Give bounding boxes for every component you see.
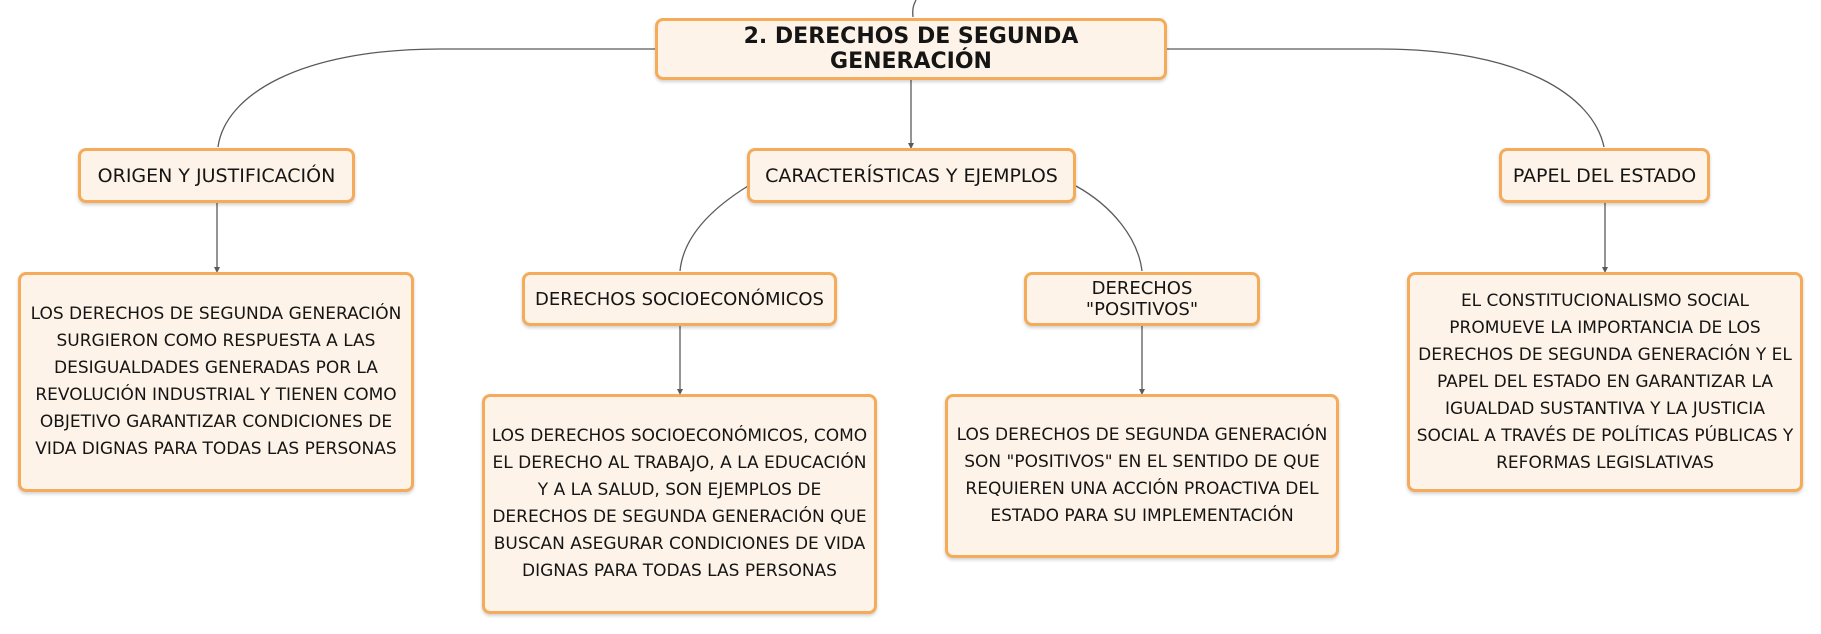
sub-node-positivos[interactable]: DERECHOS "POSITIVOS"	[1024, 272, 1260, 326]
branch-node-origen-label: ORIGEN Y JUSTIFICACIÓN	[97, 164, 336, 187]
connector-root-to-origen	[217, 48, 655, 148]
sub-node-socioeconomicos[interactable]: DERECHOS SOCIOECONÓMICOS	[522, 272, 837, 326]
branch-node-caracteristicas[interactable]: CARACTERÍSTICAS Y EJEMPLOS	[747, 148, 1076, 203]
detail-node-positivos[interactable]: LOS DERECHOS DE SEGUNDA GENERACIÓN SON "…	[945, 394, 1339, 558]
connector-caracteristicas-to-socioeconomicos	[679, 185, 749, 272]
sub-node-positivos-label: DERECHOS "POSITIVOS"	[1085, 278, 1199, 320]
sub-node-socioeconomicos-label: DERECHOS SOCIOECONÓMICOS	[535, 288, 824, 310]
connector-root-to-papel	[1167, 48, 1605, 148]
connector-top-stub	[912, 0, 917, 18]
detail-node-papel-text: EL CONSTITUCIONALISMO SOCIAL PROMUEVE LA…	[1416, 290, 1794, 473]
root-node-label: 2. DERECHOS DE SEGUNDA GENERACIÓN	[743, 24, 1079, 74]
branch-node-papel[interactable]: PAPEL DEL ESTADO	[1499, 148, 1710, 203]
detail-node-origen[interactable]: LOS DERECHOS DE SEGUNDA GENERACIÓN SURGI…	[18, 272, 414, 492]
detail-node-papel[interactable]: EL CONSTITUCIONALISMO SOCIAL PROMUEVE LA…	[1407, 272, 1803, 492]
detail-node-socioeconomicos-text: LOS DERECHOS SOCIOECONÓMICOS, COMO EL DE…	[491, 426, 868, 581]
branch-node-papel-label: PAPEL DEL ESTADO	[1512, 164, 1697, 187]
detail-node-positivos-text: LOS DERECHOS DE SEGUNDA GENERACIÓN SON "…	[956, 425, 1328, 526]
detail-node-socioeconomicos[interactable]: LOS DERECHOS SOCIOECONÓMICOS, COMO EL DE…	[482, 394, 877, 614]
detail-node-origen-text: LOS DERECHOS DE SEGUNDA GENERACIÓN SURGI…	[30, 304, 402, 459]
root-node[interactable]: 2. DERECHOS DE SEGUNDA GENERACIÓN	[655, 18, 1167, 80]
connector-caracteristicas-to-positivos	[1075, 185, 1143, 272]
branch-node-caracteristicas-label: CARACTERÍSTICAS Y EJEMPLOS	[765, 164, 1058, 187]
branch-node-origen[interactable]: ORIGEN Y JUSTIFICACIÓN	[78, 148, 355, 203]
